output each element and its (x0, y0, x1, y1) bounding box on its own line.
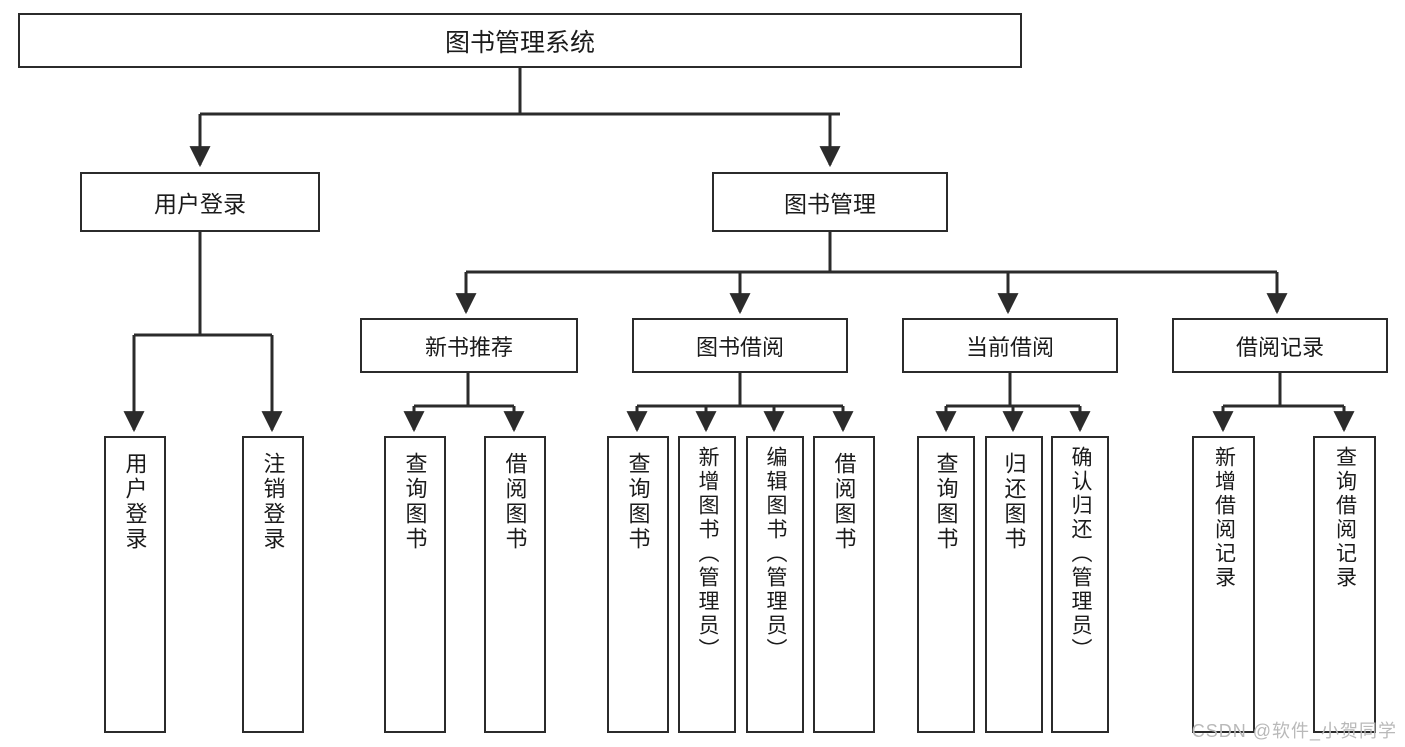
node-borrow-record-label: 借阅记录 (1235, 334, 1324, 360)
node-leaf-borrow-book-2-label: 借阅图书 (831, 452, 857, 552)
node-book-manage[interactable]: 图书管理 (712, 172, 948, 232)
node-leaf-add-book[interactable]: 新增图书（管理员） (678, 436, 736, 733)
node-leaf-query-book-1[interactable]: 查询图书 (384, 436, 446, 733)
node-leaf-user-login[interactable]: 用户登录 (104, 436, 166, 733)
node-new-book-recommend[interactable]: 新书推荐 (360, 318, 578, 373)
node-leaf-confirm-return[interactable]: 确认归还（管理员） (1051, 436, 1109, 733)
node-leaf-borrow-book-1[interactable]: 借阅图书 (484, 436, 546, 733)
node-leaf-borrow-book-2[interactable]: 借阅图书 (813, 436, 875, 733)
node-book-manage-label: 图书管理 (784, 191, 876, 217)
node-leaf-borrow-book-1-label: 借阅图书 (502, 452, 528, 552)
node-borrow-record[interactable]: 借阅记录 (1172, 318, 1388, 373)
node-user-login[interactable]: 用户登录 (80, 172, 320, 232)
node-leaf-edit-book-label: 编辑图书（管理员） (764, 446, 788, 662)
node-leaf-add-book-label: 新增图书（管理员） (696, 446, 720, 662)
node-leaf-return-book-label: 归还图书 (1001, 452, 1027, 552)
node-root-label: 图书管理系统 (444, 28, 595, 57)
node-book-borrow-label: 图书借阅 (695, 334, 784, 360)
node-leaf-add-record-label: 新增借阅记录 (1212, 446, 1236, 590)
node-leaf-query-record[interactable]: 查询借阅记录 (1313, 436, 1376, 733)
node-leaf-query-book-3-label: 查询图书 (933, 452, 959, 552)
node-leaf-user-logout[interactable]: 注销登录 (242, 436, 304, 733)
node-leaf-user-logout-label: 注销登录 (260, 452, 286, 552)
node-root[interactable]: 图书管理系统 (18, 13, 1022, 68)
node-current-borrow-label: 当前借阅 (965, 334, 1054, 360)
node-leaf-edit-book[interactable]: 编辑图书（管理员） (746, 436, 804, 733)
node-current-borrow[interactable]: 当前借阅 (902, 318, 1118, 373)
node-leaf-add-record[interactable]: 新增借阅记录 (1192, 436, 1255, 733)
node-new-book-recommend-label: 新书推荐 (424, 334, 513, 360)
node-leaf-confirm-return-label: 确认归还（管理员） (1069, 446, 1093, 662)
node-leaf-query-book-2-label: 查询图书 (625, 452, 651, 552)
node-leaf-query-record-label: 查询借阅记录 (1333, 446, 1357, 590)
node-leaf-query-book-2[interactable]: 查询图书 (607, 436, 669, 733)
node-leaf-user-login-label: 用户登录 (122, 452, 148, 552)
node-book-borrow[interactable]: 图书借阅 (632, 318, 848, 373)
node-user-login-label: 用户登录 (154, 191, 246, 217)
node-leaf-return-book[interactable]: 归还图书 (985, 436, 1043, 733)
node-leaf-query-book-3[interactable]: 查询图书 (917, 436, 975, 733)
node-leaf-query-book-1-label: 查询图书 (402, 452, 428, 552)
csdn-watermark: CSDN @软件_小贺同学 (1191, 721, 1397, 741)
